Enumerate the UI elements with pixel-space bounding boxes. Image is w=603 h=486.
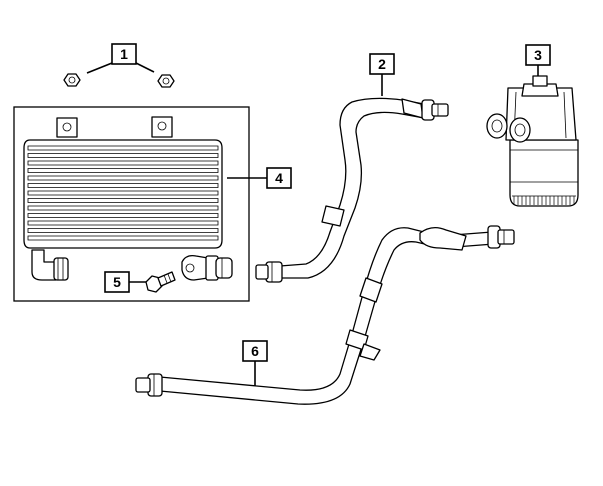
- cooler-outlet-fitting-icon: [181, 254, 233, 281]
- oil-filter-adapter-icon: [486, 75, 579, 207]
- cooler-fin: [27, 160, 219, 166]
- bolt-icon: [145, 271, 176, 293]
- cooler-fin: [27, 190, 219, 196]
- cooler-fin: [27, 153, 219, 158]
- callout-3-label: 3: [534, 47, 542, 63]
- callout-3[interactable]: 3: [525, 44, 551, 66]
- lower-cooler-line-icon: [135, 225, 515, 405]
- cooler-fin: [27, 145, 219, 151]
- callout-5-label: 5: [113, 274, 121, 290]
- cooler-fin: [27, 220, 219, 226]
- leader-1a: [86, 62, 113, 74]
- nut-right-icon: [157, 74, 175, 88]
- cooler-fin: [27, 175, 219, 181]
- cooler-fin: [27, 213, 219, 218]
- oil-cooler-icon: [23, 116, 223, 281]
- cooler-fin: [27, 168, 219, 173]
- upper-cooler-line-icon: [255, 97, 449, 283]
- callout-2-label: 2: [378, 56, 386, 72]
- cooler-fin: [27, 183, 219, 188]
- leader-1b: [135, 62, 155, 73]
- callout-6[interactable]: 6: [242, 340, 268, 362]
- callout-6-label: 6: [251, 343, 259, 359]
- cooler-fin: [27, 228, 219, 233]
- callout-2[interactable]: 2: [369, 53, 395, 75]
- callout-4-label: 4: [275, 170, 283, 186]
- callout-1-label: 1: [120, 46, 128, 62]
- callout-1[interactable]: 1: [111, 43, 137, 65]
- callout-5[interactable]: 5: [104, 271, 130, 293]
- nut-left-icon: [63, 73, 81, 87]
- callout-4[interactable]: 4: [266, 167, 292, 189]
- cooler-fin: [27, 198, 219, 203]
- assembly-frame: [13, 106, 250, 302]
- cooler-fin: [27, 235, 219, 241]
- cooler-fin: [27, 205, 219, 211]
